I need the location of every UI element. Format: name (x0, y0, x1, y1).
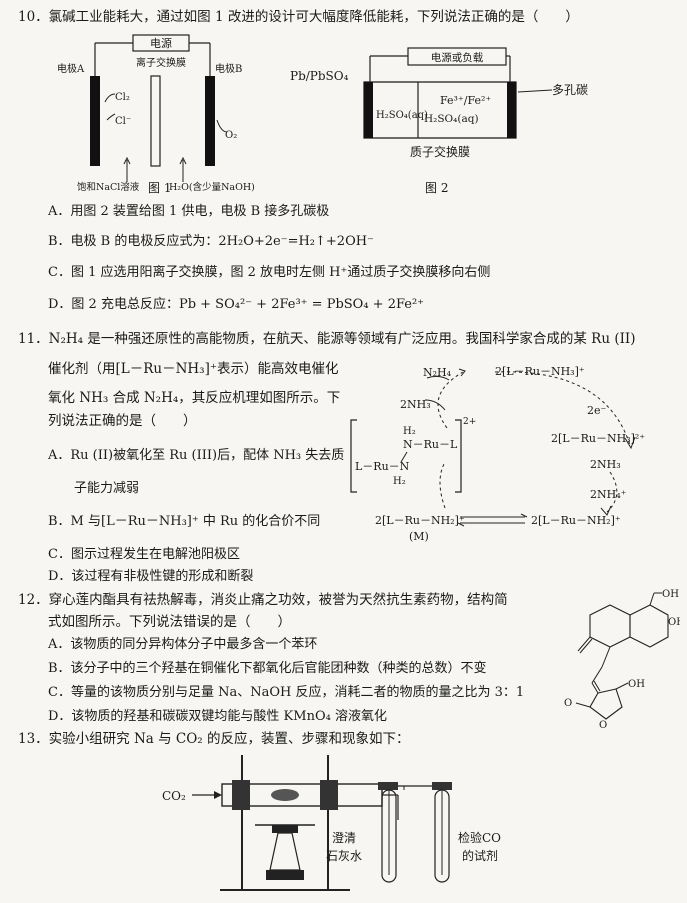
fig1-cl2: Cl₂ (115, 92, 130, 103)
q11-m-label: (M) (409, 530, 429, 543)
q12-stem-line-1: 12．穿心莲内酯具有祛热解毒，消炎止痛之功效，被誉为天然抗生素药物，结构简 (18, 592, 508, 608)
fig2-membrane-label: 质子交换膜 (410, 144, 470, 159)
q11-electrons: 2e⁻ (587, 404, 607, 417)
q12-oh-right: OH (668, 617, 680, 628)
q11-option-a: A．Ru (II)被氧化至 Ru (III)后，配体 NH₃ 失去质 (48, 448, 345, 463)
q11-top-species: 2[L－Ru－NH₃]⁺ (495, 365, 585, 378)
q12-stem-line-2: 式如图所示。下列说法错误的是（ ） (48, 614, 291, 630)
figure-1: 电源 离子交换膜 电极A 电极B Cl₂ Cl⁻ O₂ 饱和NaCl溶液 H₂O… (57, 34, 255, 193)
q11-option-b: B．M 与[L－Ru－NH₃]⁺ 中 Ru 的化合价不同 (48, 514, 321, 529)
q11-bottom-left-species: 2[L－Ru－NH₂]⁺ (375, 514, 465, 527)
fig1-o2: O₂ (225, 130, 237, 141)
fig2-caption: 图 2 (425, 181, 449, 195)
q12-oh-top: OH (662, 589, 679, 600)
q11-right-species: 2[L－Ru－NH₃]²⁺ (551, 432, 645, 445)
fig1-water: H₂O(含少量NaOH) (169, 181, 255, 193)
q12-option-c: C．等量的该物质分别与足量 Na、NaOH 反应，消耗二者的物质的量之比为 3：… (48, 685, 525, 700)
q10-option-c: C．图 1 应选用阳离子交换膜，图 2 放电时左侧 H⁺通过质子交换膜移向右侧 (48, 265, 491, 280)
q12-option-a: A．该物质的同分异构体分子中最多含一个苯环 (48, 637, 318, 652)
fig1-electrode-b: 电极B (215, 62, 242, 75)
q13-apparatus: CO₂ 澄清 石灰水 检验CO 的试剂 (162, 755, 501, 891)
q11-stem-line-4: 列说法正确的是（ ） (48, 413, 197, 429)
q11-nh3-left: 2NH₃ (400, 398, 431, 411)
fig2-left-solution: H₂SO₄(aq) (376, 110, 428, 121)
q11-option-c: C．图示过程发生在电解池阳极区 (48, 547, 240, 562)
fig1-caption: 图 1 (148, 181, 172, 195)
fig2-right-solution: H₂SO₄(aq) (424, 113, 479, 125)
q11-nh4: 2NH₄⁺ (590, 488, 627, 501)
q11-nh3-right: 2NH₃ (590, 458, 621, 471)
fig1-membrane (150, 75, 161, 167)
q11-complex-n-ru-l: N－Ru－L (403, 438, 458, 451)
q12-o-carbonyl: O (564, 698, 572, 709)
fig1-power-label: 电源 (150, 36, 172, 50)
fig1-cl-minus: Cl⁻ (115, 116, 131, 127)
q10-option-d: D．图 2 充电总反应：Pb + SO₄²⁻ + 2Fe³⁺ = PbSO₄ +… (48, 297, 425, 312)
q13-stem: 13．实验小组研究 Na 与 CO₂ 的反应，装置、步骤和现象如下： (18, 731, 410, 747)
q12-option-b: B．该分子中的三个羟基在铜催化下都氧化后官能团种数（种类的总数）不变 (48, 661, 487, 676)
fig1-brine: 饱和NaCl溶液 (77, 181, 140, 193)
q12-option-d: D．该物质的羟基和碳碳双键均能与酸性 KMnO₄ 溶液氧化 (48, 709, 387, 724)
q11-stem-line-1: 11．N₂H₄ 是一种强还原性的高能物质，在航天、能源等领域有广泛应用。我国科学… (18, 331, 636, 347)
fig2-left-electrode: Pb/PbSO₄ (290, 69, 349, 83)
figure-2: 电源或负载 Pb/PbSO₄ 多孔碳 H₂SO₄(aq) Fe³⁺/Fe²⁺ H… (290, 47, 588, 159)
fig2-right-electrode: 多孔碳 (552, 83, 588, 97)
fig1-membrane-label: 离子交换膜 (136, 56, 186, 69)
q12-structure-diagram: OH OH OH O O (564, 589, 680, 731)
fig2-power-label: 电源或负载 (431, 51, 484, 64)
q11-n2h4: N₂H₄ (423, 366, 452, 379)
q13-co2-label: CO₂ (162, 789, 186, 803)
q11-complex-h2-top: H₂ (403, 426, 416, 437)
fig1-electrode-b-bar (205, 76, 215, 166)
q13-limewater-label-1: 澄清 (332, 830, 356, 845)
q10-option-a: A．用图 2 装置给图 1 供电，电极 B 接多孔碳极 (48, 204, 330, 219)
q13-co-test-label-2: 的试剂 (462, 848, 498, 863)
q12-o-ring: O (599, 720, 607, 731)
fig1-electrode-a-bar (90, 76, 100, 166)
q11-bottom-right-species: 2[L－Ru－NH₂]⁺ (531, 514, 621, 527)
q13-co-test-label-1: 检验CO (458, 830, 501, 845)
q11-option-d: D．该过程有非极性键的形成和断裂 (48, 569, 254, 584)
q11-mechanism-diagram: N₂H₄ 2[L－Ru－NH₃]⁺ 2e⁻ 2NH₃ 2[L－Ru－NH₃]²⁺… (350, 365, 645, 543)
fig1-electrode-a: 电极A (57, 62, 85, 75)
q13-limewater-label-2: 石灰水 (326, 849, 362, 863)
q11-complex-l-ru: L－Ru－N (355, 460, 410, 473)
q12-oh-bottom: OH (628, 679, 645, 690)
fig2-right-ions: Fe³⁺/Fe²⁺ (440, 94, 491, 107)
q13-burner (269, 832, 301, 871)
q11-complex-charge: 2+ (463, 417, 476, 427)
q10-stem: 10．氯碱工业能耗大，通过如图 1 改进的设计可大幅度降低能耗，下列说法正确的是… (18, 9, 579, 25)
q11-stem-line-2: 催化剂（用[L－Ru－NH₃]⁺表示）能高效电催化 (48, 361, 339, 377)
q11-stem-line-3: 氧化 NH₃ 合成 N₂H₄，其反应机理如图所示。下 (48, 390, 341, 406)
q11-option-a-cont: 子能力减弱 (74, 481, 140, 496)
q10-option-b: B．电极 B 的电极反应式为：2H₂O+2e⁻=H₂↑+2OH⁻ (48, 234, 374, 249)
q11-complex-h2-bottom: H₂ (393, 476, 406, 487)
